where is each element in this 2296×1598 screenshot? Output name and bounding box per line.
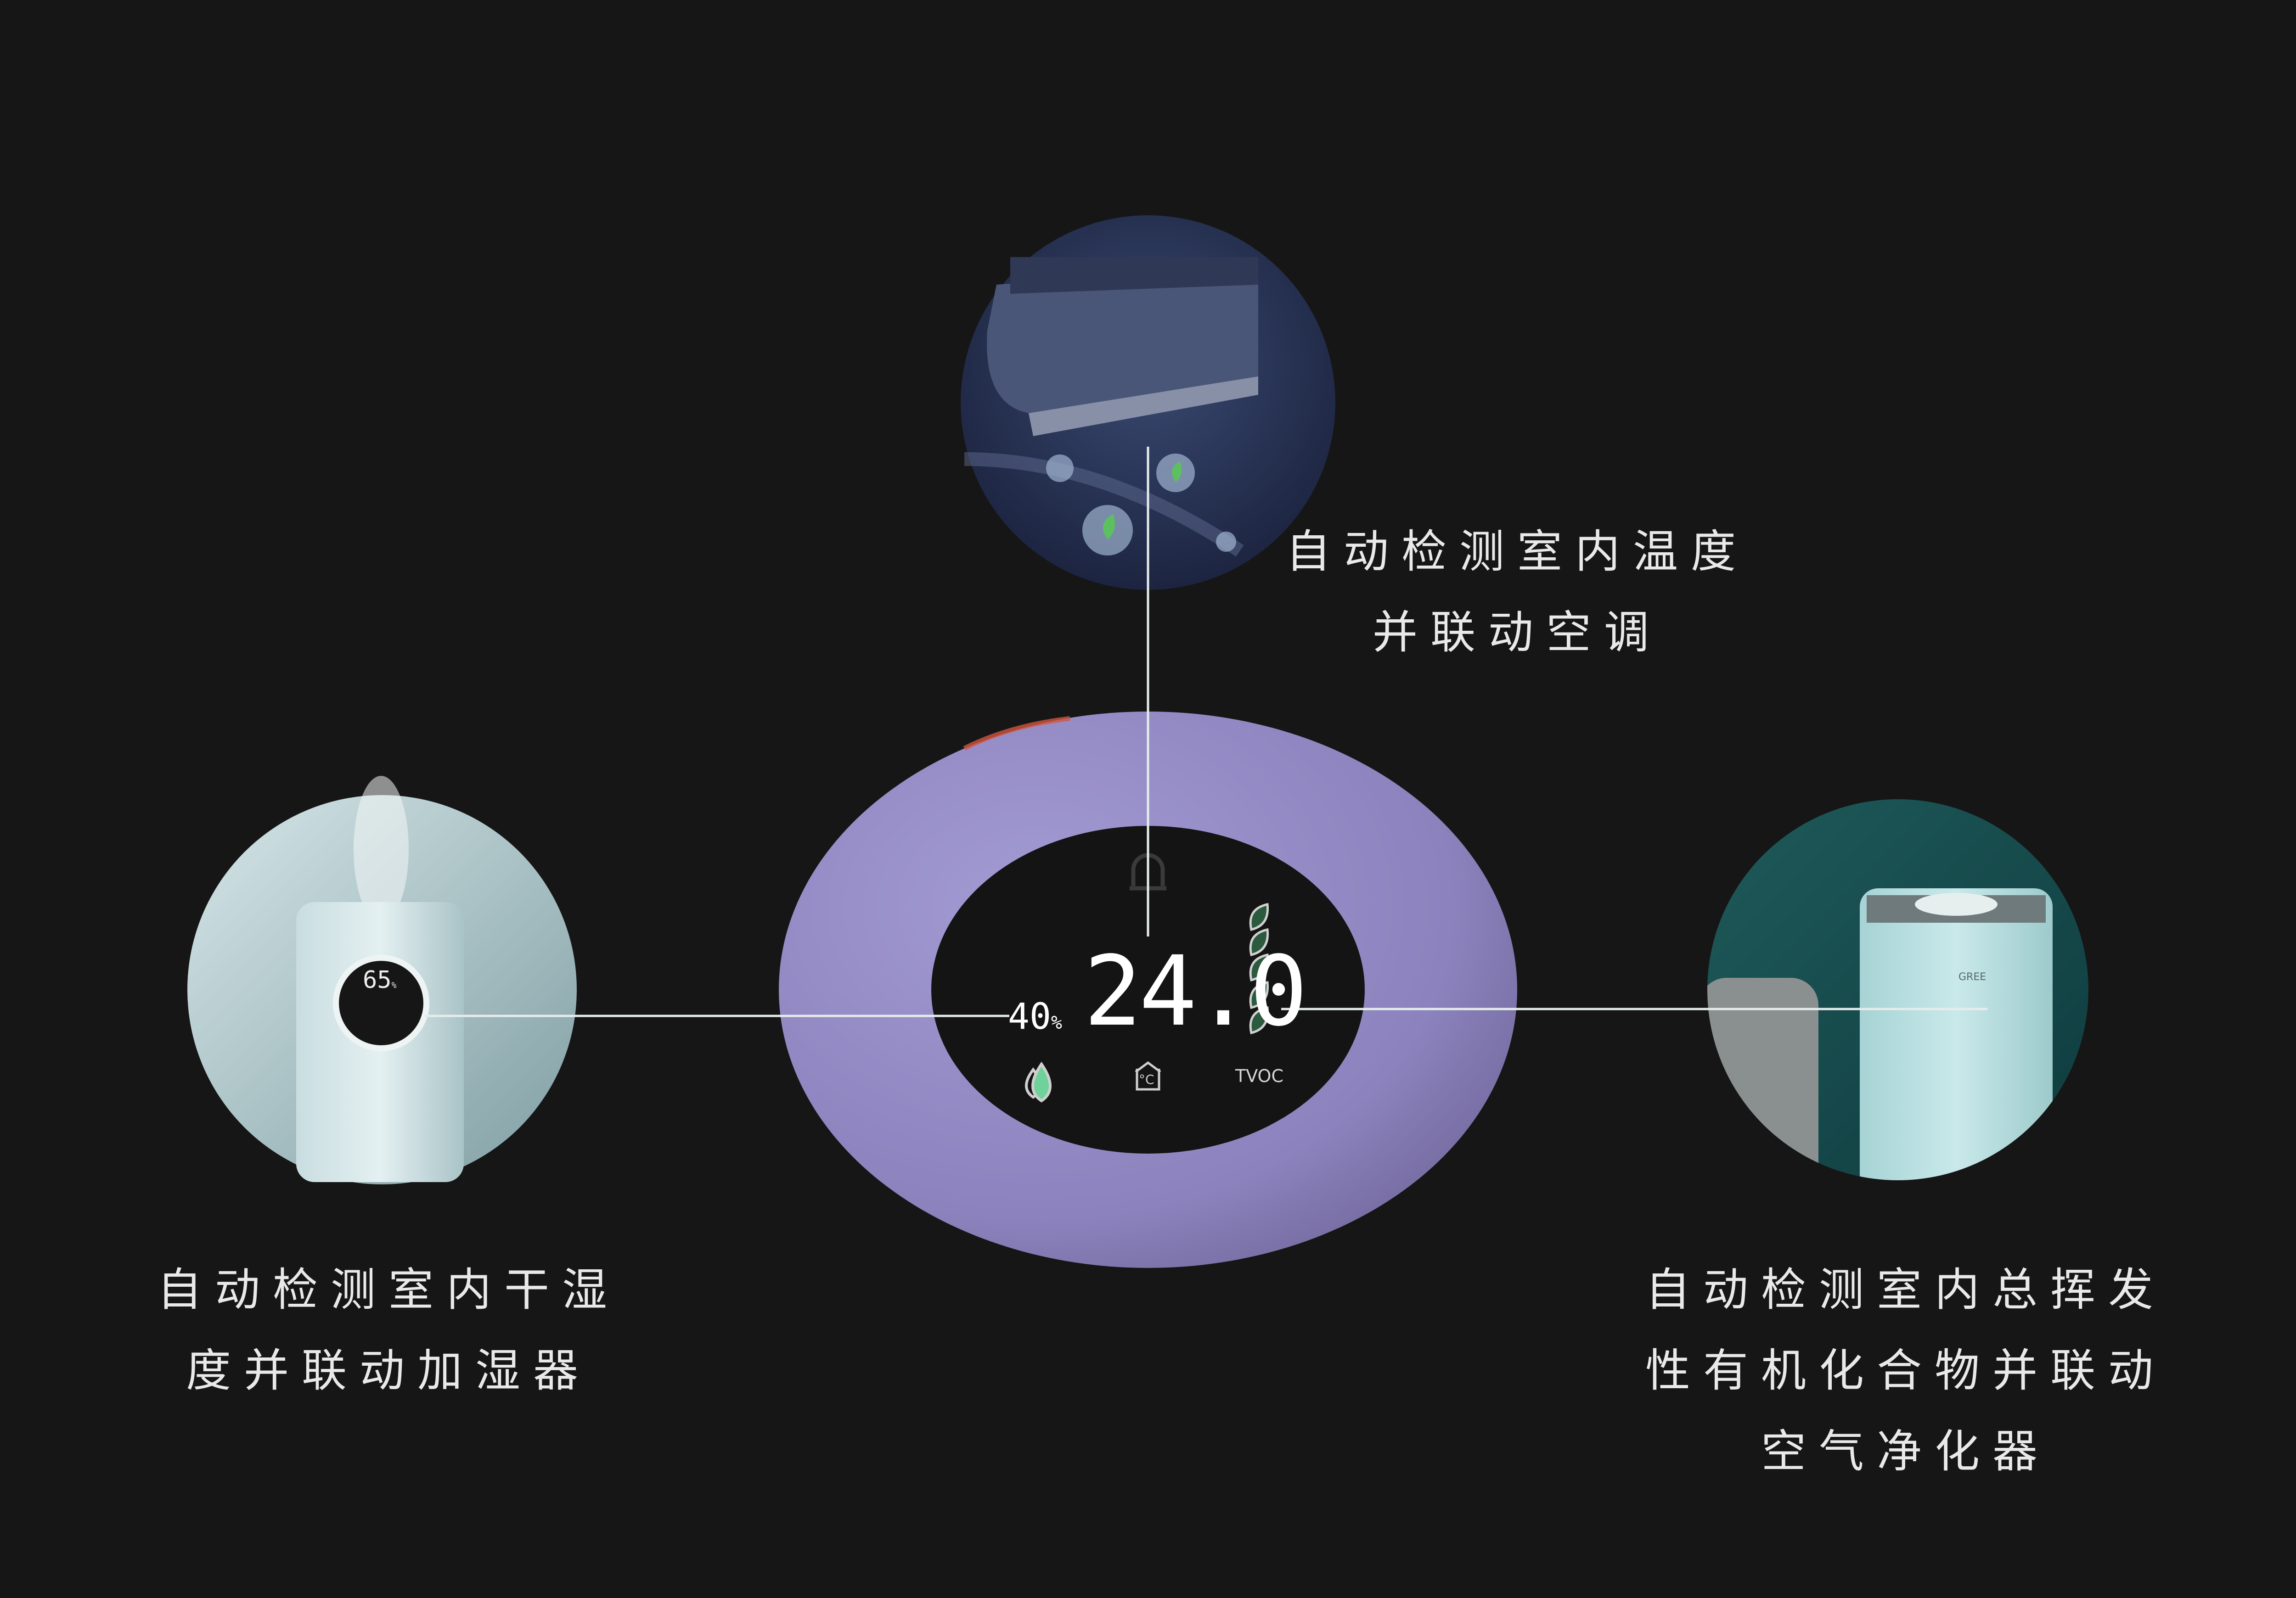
humidity-drop-icon [1025, 1061, 1052, 1103]
caption-line: 并联动空调 [1372, 606, 1662, 659]
air-conditioner-image [961, 215, 1335, 590]
leaf-icon [1249, 981, 1269, 1009]
leaf-icon [1249, 903, 1269, 931]
caption-line: 空气净化器 [1761, 1425, 2051, 1478]
caption-line: 度并联动加湿器 [186, 1345, 591, 1397]
humidifier-display [339, 961, 423, 1045]
leaf-icon [1172, 461, 1182, 482]
temperature-readout: 24.0 [1084, 935, 1308, 1048]
humidity-value: 40 [1008, 996, 1051, 1037]
connector-lines [425, 447, 1987, 1017]
caption-line: 性有机化合物并联动 [1645, 1345, 2167, 1397]
humidifier-percent-unit: % [391, 981, 397, 990]
caption-line: 自动检测室内温度 [1285, 526, 1749, 578]
home-temperature-icon [1135, 1061, 1161, 1091]
leaf-icon [1249, 928, 1269, 957]
caption-line: 自动检测室内总挥发 [1645, 1264, 2167, 1316]
humidifier-percent: 65 [363, 966, 392, 994]
purifier-caption: 自动检测室内总挥发 性有机化合物并联动 空气净化器 [1645, 1250, 2166, 1492]
humidifier-caption: 自动检测室内干湿 度并联动加湿器 [157, 1250, 620, 1411]
humidity-readout: 40% [1008, 996, 1062, 1043]
humidity-unit: % [1051, 1012, 1063, 1033]
leaf-icon [1249, 1006, 1269, 1035]
air-purifier-image: GREE [1707, 799, 2088, 1180]
humidifier-display-value: 65% [363, 966, 396, 994]
temperature-unit: °C [1139, 1072, 1154, 1087]
humidifier-image [187, 776, 577, 1184]
leaf-icon [1103, 514, 1115, 539]
caption-line: 自动检测室内干湿 [157, 1264, 620, 1316]
leaf-icon [1249, 953, 1269, 982]
tvoc-level-leaves [1249, 903, 1269, 1035]
smart-sensor-device [779, 712, 1517, 1268]
air-conditioner-caption: 自动检测室内温度 并联动空调 [1286, 511, 1749, 673]
tvoc-label: TVOC [1235, 1066, 1283, 1086]
purifier-brand-logo: GREE [1958, 971, 1986, 983]
